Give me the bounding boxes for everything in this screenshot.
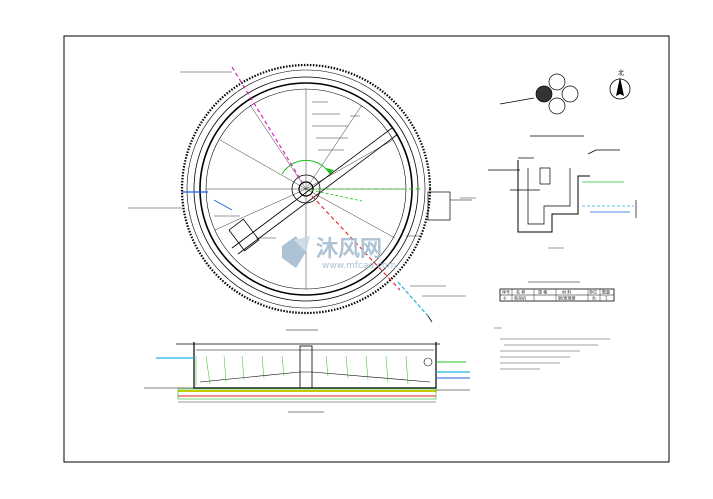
tank-outer-wall <box>180 63 432 315</box>
annotation-leaders <box>128 71 476 297</box>
tank-plan-view <box>128 63 476 323</box>
section-hatching <box>195 355 409 386</box>
sludge-pipe <box>311 195 401 291</box>
center-column <box>298 181 314 197</box>
table-header-2: 规 格 <box>538 289 547 295</box>
north-label: 北 <box>618 69 624 77</box>
inlet-pipe <box>231 66 303 183</box>
section-floor-slope <box>199 371 431 383</box>
tank-section-view <box>144 329 470 413</box>
table-header-1: 名 称 <box>516 289 525 295</box>
rotation-arc-arrow <box>326 168 334 174</box>
table-cell-0-1: 吸泥机 <box>514 295 526 301</box>
drain-pipe-end <box>427 315 433 323</box>
table-header-5: 数量 <box>602 289 610 295</box>
rotation-arc <box>281 159 331 175</box>
notes-block <box>494 327 610 370</box>
detail-symbol <box>499 73 584 137</box>
drain-pipe <box>397 281 429 317</box>
drawing-frame <box>63 35 670 463</box>
table-header-3: 材 料 <box>562 289 571 295</box>
table-cell-0-5: 1 <box>605 296 608 301</box>
north-arrow: 北 <box>609 69 631 100</box>
watermark-logo: 沐风网 www.mfcad.com <box>282 236 396 271</box>
equipment-table: 序号 名 称 规 格 材 料 单位 数量 ① 吸泥机 钢/玻璃钢 台 1 <box>499 281 615 302</box>
watermark-url: www.mfcad.com <box>322 261 396 271</box>
outlet-chamber <box>427 191 451 221</box>
scraper-bridge <box>228 127 399 255</box>
tank-outer-wall-inner <box>186 69 426 309</box>
section-outer-wall <box>193 342 437 389</box>
table-header-0: 序号 <box>502 289 510 295</box>
table-cell-0-4: 台 <box>592 295 596 301</box>
table-header-4: 单位 <box>589 289 597 295</box>
section-right-valve <box>423 357 433 367</box>
watermark-cn: 沐风网 <box>316 237 382 262</box>
section-foundation <box>177 388 437 400</box>
outlet-pipe-b <box>213 199 233 211</box>
green-pipe-diag <box>305 188 363 202</box>
table-cell-0-0: ① <box>503 296 507 301</box>
channel-section-detail <box>488 149 637 249</box>
table-cell-0-3: 钢/玻璃钢 <box>558 295 575 301</box>
section-center-column <box>299 345 313 389</box>
